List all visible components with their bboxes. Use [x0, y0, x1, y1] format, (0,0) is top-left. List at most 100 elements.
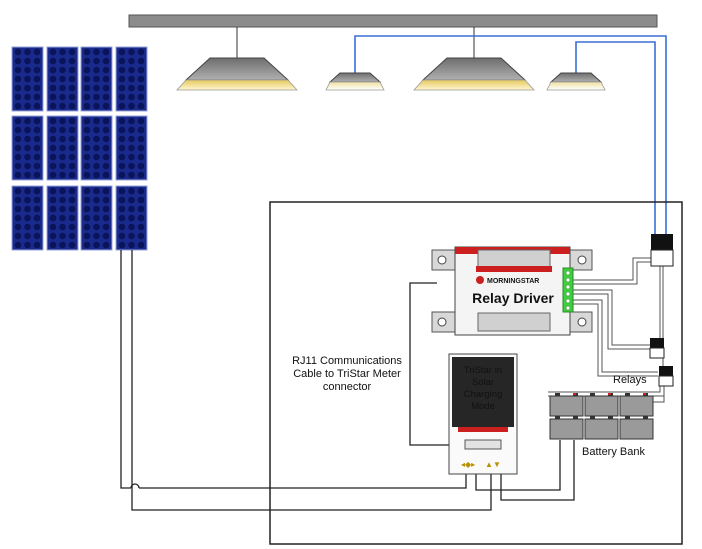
solar-cell: [68, 135, 76, 143]
solar-cell: [137, 144, 145, 152]
solar-cell: [118, 135, 126, 143]
solar-cell: [68, 144, 76, 152]
solar-cell: [59, 162, 66, 170]
solar-cell: [102, 162, 110, 170]
solar-cell: [49, 214, 57, 222]
lamp-icon: [176, 57, 298, 91]
solar-cell: [24, 102, 31, 110]
ceiling-beam: [128, 14, 658, 28]
solar-cell: [118, 241, 126, 249]
solar-cell: [68, 75, 76, 83]
solar-cell: [59, 93, 66, 101]
solar-cell: [24, 135, 31, 143]
solar-cell: [49, 232, 57, 240]
solar-cell: [137, 162, 145, 170]
solar-cell: [128, 93, 135, 101]
solar-cell: [49, 117, 57, 125]
solar-cell: [137, 223, 145, 231]
morningstar-logo: MORNINGSTAR: [487, 278, 539, 285]
solar-cell: [14, 57, 22, 65]
solar-cell: [118, 144, 126, 152]
battery-bank-label: Battery Bank: [582, 446, 645, 458]
solar-cell: [137, 171, 145, 179]
solar-cell: [59, 126, 66, 134]
solar-cell: [93, 187, 100, 195]
solar-cell: [14, 214, 22, 222]
solar-cell: [102, 57, 110, 65]
solar-panel-icon: [11, 46, 148, 251]
solar-cell: [118, 223, 126, 231]
solar-cell: [102, 135, 110, 143]
solar-cell: [59, 84, 66, 92]
solar-cell: [33, 135, 41, 143]
solar-cell: [118, 196, 126, 204]
morningstar-logo-icon: [476, 276, 484, 284]
solar-cell: [68, 66, 76, 74]
relay-icon: [658, 366, 674, 387]
solar-cell: [128, 48, 135, 56]
solar-cell: [24, 223, 31, 231]
solar-cell: [14, 66, 22, 74]
solar-cell: [14, 102, 22, 110]
solar-cell: [14, 241, 22, 249]
solar-cell: [93, 48, 100, 56]
solar-cell: [33, 162, 41, 170]
solar-cell: [33, 75, 41, 83]
solar-cell: [93, 126, 100, 134]
solar-cell: [93, 232, 100, 240]
solar-cell: [93, 66, 100, 74]
solar-cell: [33, 232, 41, 240]
solar-cell: [68, 241, 76, 249]
solar-cell: [83, 126, 91, 134]
solar-cell: [24, 126, 31, 134]
solar-cell: [33, 93, 41, 101]
solar-cell: [24, 205, 31, 213]
solar-cell: [68, 196, 76, 204]
solar-cell: [59, 117, 66, 125]
solar-cell: [24, 241, 31, 249]
solar-cell: [68, 214, 76, 222]
solar-cell: [83, 232, 91, 240]
solar-cell: [128, 126, 135, 134]
solar-cell: [102, 84, 110, 92]
solar-cell: [118, 205, 126, 213]
control-wiring: [354, 35, 667, 236]
relays-label: Relays: [613, 374, 647, 386]
solar-cell: [128, 57, 135, 65]
lamp-hangers: [236, 27, 475, 58]
solar-cell: [102, 48, 110, 56]
solar-cell: [33, 102, 41, 110]
solar-cell: [49, 153, 57, 161]
battery-icon: [549, 393, 654, 440]
solar-cell: [33, 187, 41, 195]
solar-cell: [118, 187, 126, 195]
solar-cell: [68, 223, 76, 231]
solar-cell: [14, 223, 22, 231]
solar-cell: [137, 84, 145, 92]
solar-cell: [118, 162, 126, 170]
solar-cell: [49, 162, 57, 170]
solar-cell: [68, 84, 76, 92]
solar-cell: [24, 117, 31, 125]
solar-cell: [24, 144, 31, 152]
solar-cell: [14, 144, 22, 152]
solar-cell: [128, 171, 135, 179]
solar-cell: [14, 93, 22, 101]
solar-cell: [102, 241, 110, 249]
solar-cell: [83, 144, 91, 152]
solar-cell: [49, 84, 57, 92]
solar-cell: [128, 144, 135, 152]
solar-cell: [102, 66, 110, 74]
tristar-mode-line4: Mode: [471, 401, 495, 412]
solar-cell: [93, 196, 100, 204]
lamp-icon: [325, 72, 385, 91]
solar-cell: [33, 214, 41, 222]
solar-cell: [83, 93, 91, 101]
solar-cell: [137, 93, 145, 101]
solar-cell: [93, 75, 100, 83]
solar-cell: [33, 241, 41, 249]
enclosure-box: [269, 201, 683, 545]
solar-cell: [128, 102, 135, 110]
solar-cell: [83, 153, 91, 161]
solar-cell: [118, 126, 126, 134]
